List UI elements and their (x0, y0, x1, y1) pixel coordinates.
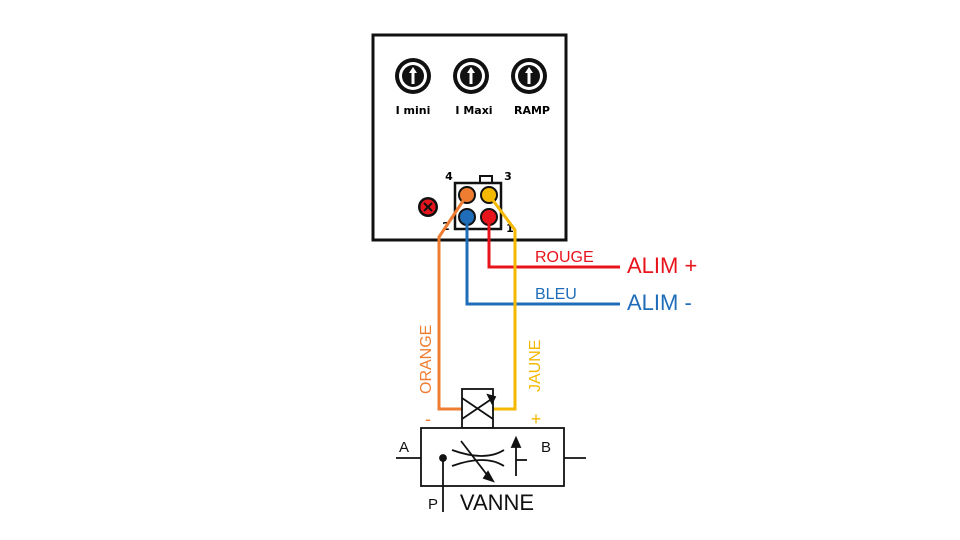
wire-jaune (487, 194, 517, 411)
port-a-label: A (399, 439, 409, 456)
potentiometer-icon (511, 58, 547, 94)
valve-symbol (396, 388, 586, 512)
fault-led-icon (418, 197, 438, 217)
polarity-plus: + (531, 409, 542, 429)
knob-i-maxi[interactable]: I Maxi (453, 58, 493, 117)
wire-label-orange: ORANGE (418, 325, 435, 394)
wire-bleu (465, 217, 620, 306)
potentiometer-icon (453, 58, 489, 94)
alim-plus-label: ALIM + (627, 253, 697, 278)
knob-label: I mini (396, 104, 431, 117)
polarity-minus: - (425, 409, 431, 429)
knob-label: I Maxi (455, 104, 492, 117)
knob-i-mini[interactable]: I mini (395, 58, 431, 117)
knob-label: RAMP (514, 104, 550, 117)
wire-label-jaune: JAUNE (527, 340, 544, 392)
pin-label-1: 1 (506, 222, 514, 235)
valve-title: VANNE (460, 490, 534, 515)
knob-ramp[interactable]: RAMP (511, 58, 550, 117)
wire-rouge (487, 217, 620, 269)
pin-label-3: 3 (504, 170, 512, 183)
pin-label-4: 4 (445, 170, 453, 183)
potentiometer-icon (395, 58, 431, 94)
port-p-label: P (428, 496, 438, 513)
alim-minus-label: ALIM - (627, 290, 692, 315)
port-b-label: B (541, 439, 551, 456)
wire-label-bleu: BLEU (535, 286, 577, 303)
wire-label-rouge: ROUGE (535, 249, 594, 266)
wire-orange (437, 194, 469, 411)
